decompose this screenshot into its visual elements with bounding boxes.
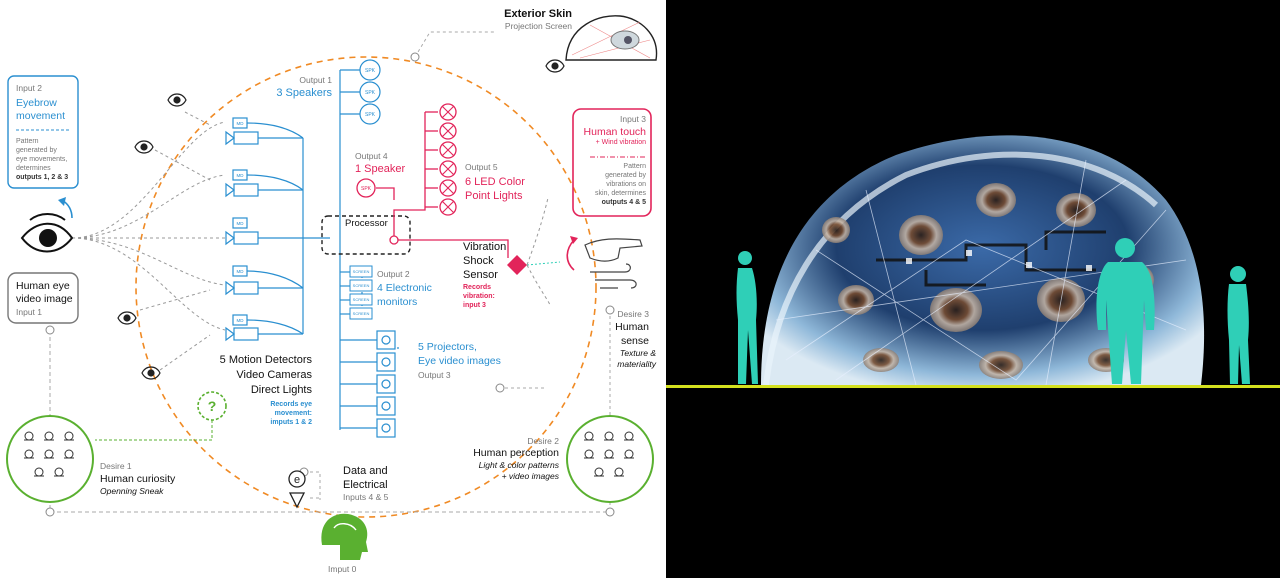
speaker-2-code: SPK <box>365 90 376 96</box>
desire2-circle <box>566 415 654 503</box>
output4-tag: Output 4 <box>355 151 388 161</box>
data-symbol-circle <box>288 470 306 488</box>
input0-label: Imput 0 <box>328 564 357 574</box>
ground-line <box>666 385 1280 388</box>
input2-tag: Input 2 <box>16 83 42 93</box>
motion-detector-array <box>225 117 330 342</box>
hand-icon <box>584 238 643 262</box>
input3-title: Human touch <box>583 126 646 138</box>
md-5-code: MD <box>237 318 245 323</box>
speaker-array <box>359 59 381 125</box>
output4-speaker <box>356 178 376 198</box>
electrical-symbol <box>288 492 306 509</box>
processor-label: Processor <box>345 218 388 229</box>
wind-icon <box>590 263 637 289</box>
touch-arrow-icon <box>566 239 575 271</box>
skin-connection-line <box>414 31 495 58</box>
installation-render <box>666 0 1280 578</box>
render-scene <box>666 135 1280 388</box>
md-3-code: MD <box>237 221 245 226</box>
orange-boundary-circle <box>135 56 597 518</box>
output4-title: 1 Speaker <box>355 163 406 175</box>
red-circuit <box>376 111 509 258</box>
projected-eye-images <box>822 183 1154 379</box>
speaker-3-code: SPK <box>365 112 376 118</box>
diagram-lines: SPK SPK SPK MD MD MD MD MD SCREEN SCREEN… <box>6 15 658 560</box>
output1-title: 3 Speakers <box>276 87 332 99</box>
exterior-skin-title: Exterior Skin <box>504 8 572 20</box>
monitor-array <box>349 265 373 320</box>
circuit-mesh <box>876 230 1106 287</box>
exterior-skin-dome <box>565 15 658 61</box>
human-eye-icon <box>20 197 74 253</box>
input3-tag: Input 3 <box>620 114 646 124</box>
input2-title-1: Eyebrow <box>16 97 57 109</box>
svg-text:SCREEN: SCREEN <box>353 283 370 288</box>
output5-tag: Output 5 <box>465 162 498 172</box>
system-diagram: SPK SPK SPK MD MD MD MD MD SCREEN SCREEN… <box>6 8 658 574</box>
speaker-1-code: SPK <box>365 68 376 74</box>
led-array <box>439 103 457 216</box>
projector-array <box>376 330 396 438</box>
input2-box <box>7 75 79 189</box>
input1-box <box>7 272 79 324</box>
svg-text:SCREEN: SCREEN <box>353 269 370 274</box>
svg-text:SCREEN: SCREEN <box>353 297 370 302</box>
input3-box <box>572 108 652 217</box>
vibration-sensor-icon <box>507 255 527 275</box>
question-mark: ? <box>208 398 217 414</box>
svg-text:SCREEN: SCREEN <box>353 311 370 316</box>
output1-tag: Output 1 <box>299 75 332 85</box>
input2-title-2: movement <box>16 110 66 122</box>
svg-text:SPK: SPK <box>361 186 372 192</box>
small-eye-icons <box>117 59 565 380</box>
exterior-skin-sub: Projection Screen <box>504 21 572 31</box>
md-2-code: MD <box>237 173 245 178</box>
svg-text:e: e <box>294 474 300 486</box>
human-head-icon <box>321 513 368 560</box>
md-1-code: MD <box>237 121 245 126</box>
desire1-circle <box>6 415 94 503</box>
md-4-code: MD <box>237 269 245 274</box>
human-figures <box>736 238 1250 384</box>
processor-box <box>321 215 411 255</box>
